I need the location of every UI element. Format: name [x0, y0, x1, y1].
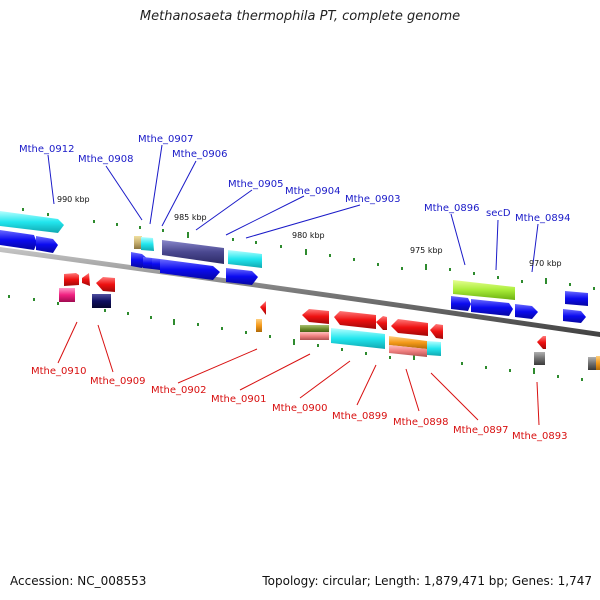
gene-tan — [134, 236, 142, 249]
gene-label-mthe-0893[interactable]: Mthe_0893 — [512, 431, 568, 442]
bottom-leader-lines — [57, 321, 540, 426]
gene-red — [537, 336, 546, 349]
genome-title: Methanosaeta thermophila PT, complete ge… — [139, 9, 461, 24]
gene-red — [376, 316, 387, 330]
gene-navy — [92, 294, 111, 308]
gene-red — [302, 309, 329, 324]
gene-label-mthe-0898[interactable]: Mthe_0898 — [393, 417, 449, 428]
gene-label-mthe-0909[interactable]: Mthe_0909 — [90, 376, 146, 387]
gene-label-mthe-0905[interactable]: Mthe_0905 — [228, 179, 284, 190]
gene-cyan — [427, 341, 441, 356]
gene-label-mthe-0906[interactable]: Mthe_0906 — [172, 149, 228, 160]
gene-red — [334, 311, 376, 329]
gene-lime — [453, 280, 515, 300]
top-strand-inner — [0, 230, 588, 323]
gene-label-mthe-0894[interactable]: Mthe_0894 — [515, 213, 571, 224]
genome-backbone — [0, 247, 600, 337]
gene-orange — [256, 319, 262, 332]
top-strand-outer — [0, 211, 515, 300]
gene-red — [64, 273, 79, 286]
gene-blue — [36, 236, 58, 253]
gene-label-secd[interactable]: secD — [486, 208, 511, 219]
top-leader-lines — [47, 144, 539, 273]
gene-orange — [389, 336, 427, 349]
gene-orange — [596, 356, 600, 370]
gene-gray — [534, 352, 545, 365]
gene-label-mthe-0907[interactable]: Mthe_0907 — [138, 134, 194, 145]
gene-red — [391, 319, 428, 336]
gene-blue — [451, 296, 471, 311]
gene-salmon — [300, 332, 329, 340]
kbp-label: 970 kbp — [529, 259, 562, 268]
gene-blue — [0, 230, 37, 250]
gene-blue — [226, 268, 258, 285]
gene-blue — [152, 258, 162, 270]
gene-label-mthe-0908[interactable]: Mthe_0908 — [78, 154, 134, 165]
accession-text: Accession: NC_008553 — [10, 574, 147, 588]
kbp-label: 980 kbp — [292, 231, 325, 240]
gene-olive — [300, 325, 329, 333]
gene-blue — [471, 299, 513, 316]
gene-blue — [563, 309, 586, 323]
gene-cyan — [228, 250, 262, 268]
kbp-label: 985 kbp — [174, 213, 207, 222]
gene-cyan — [0, 211, 64, 233]
gene-salmon — [389, 345, 427, 357]
outer-tick-ring — [22, 208, 595, 290]
genome-info-text: Topology: circular; Length: 1,879,471 bp… — [262, 574, 592, 588]
gene-label-mthe-0912[interactable]: Mthe_0912 — [19, 144, 75, 155]
gene-label-mthe-0910[interactable]: Mthe_0910 — [31, 366, 87, 377]
gene-red — [430, 324, 443, 339]
gene-purple — [162, 240, 224, 264]
gene-label-mthe-0900[interactable]: Mthe_0900 — [272, 403, 328, 414]
gene-cyan — [331, 328, 385, 349]
gene-cyan — [141, 237, 154, 251]
gene-label-mthe-0903[interactable]: Mthe_0903 — [345, 194, 401, 205]
gene-label-mthe-0901[interactable]: Mthe_0901 — [211, 394, 267, 405]
kbp-label: 975 kbp — [410, 246, 443, 255]
gene-label-mthe-0896[interactable]: Mthe_0896 — [424, 203, 480, 214]
gene-pink — [59, 288, 75, 302]
gene-label-mthe-0899[interactable]: Mthe_0899 — [332, 411, 388, 422]
gene-red — [96, 277, 115, 292]
inner-tick-ring — [8, 295, 583, 381]
bottom-strand — [59, 273, 600, 370]
gene-label-mthe-0902[interactable]: Mthe_0902 — [151, 385, 207, 396]
gene-blue — [515, 304, 538, 319]
gene-label-mthe-0897[interactable]: Mthe_0897 — [453, 425, 509, 436]
gene-label-mthe-0904[interactable]: Mthe_0904 — [285, 186, 341, 197]
gene-red — [82, 273, 90, 286]
gene-red — [260, 301, 266, 315]
gene-blue — [565, 291, 588, 306]
gene-blue — [160, 259, 220, 280]
kbp-label: 990 kbp — [57, 195, 90, 204]
